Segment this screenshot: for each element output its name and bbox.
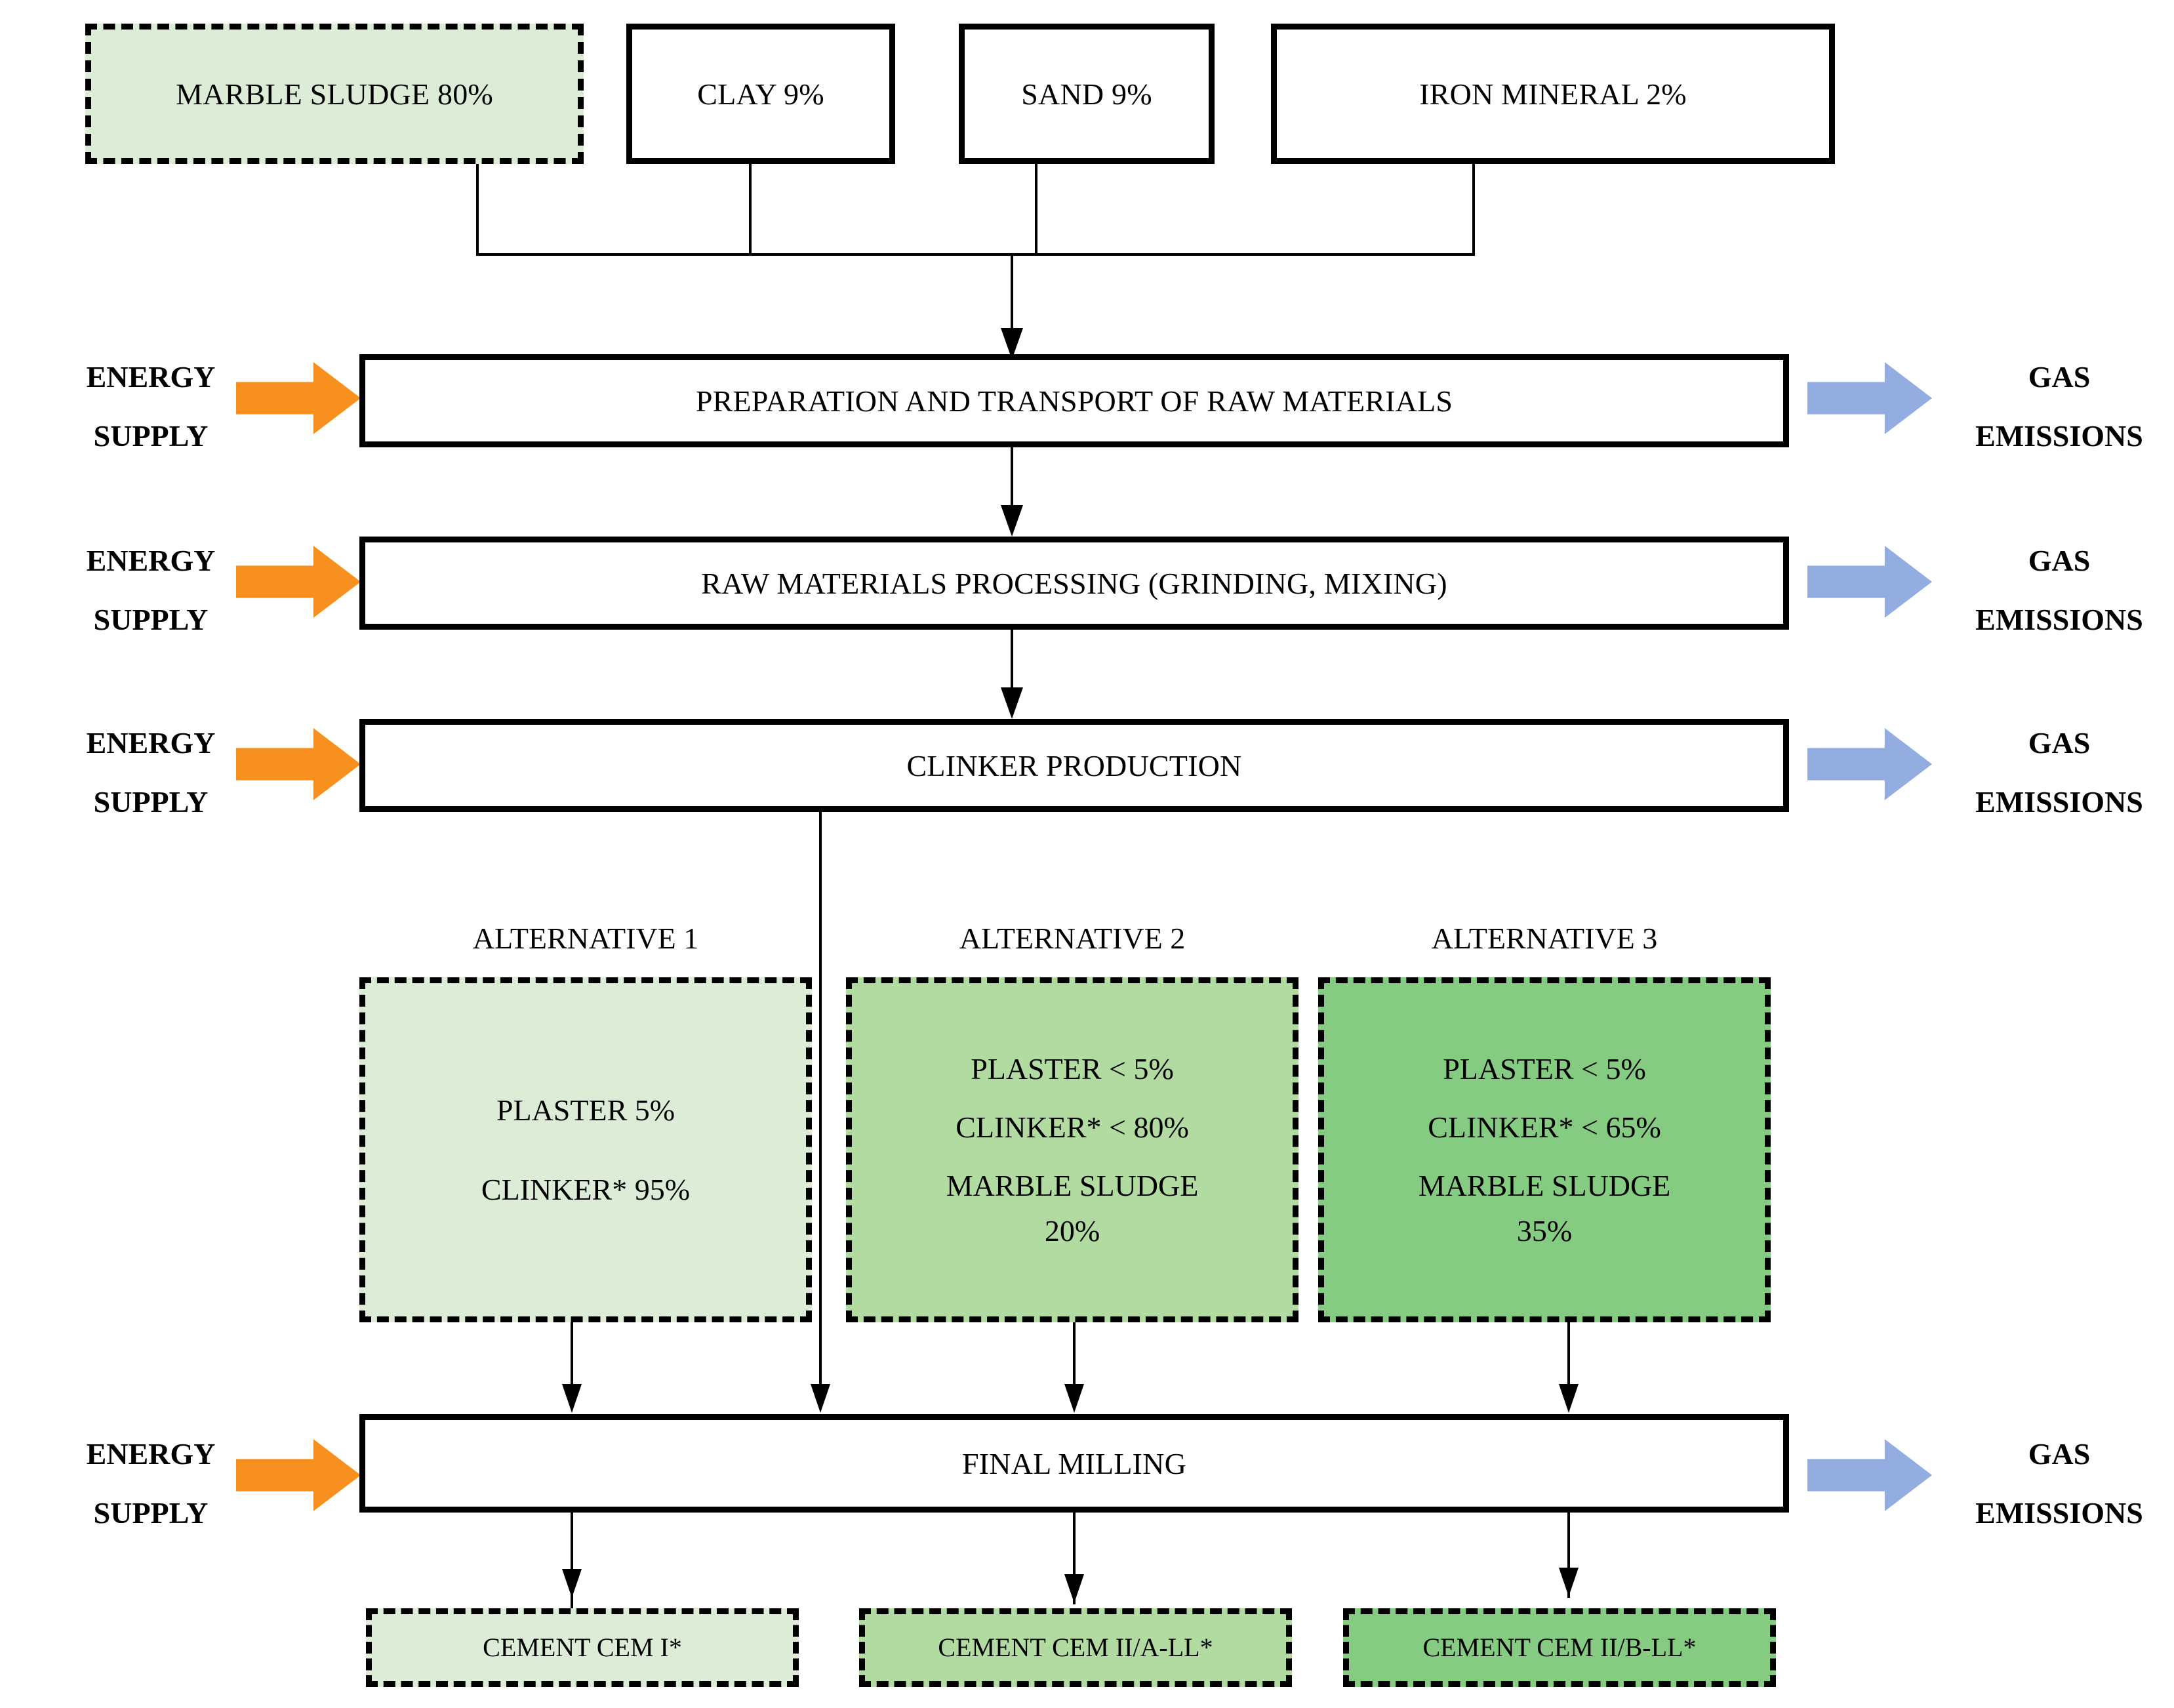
input-label-line2: SUPPLY — [93, 418, 209, 453]
output-label-gas-emissions-1: GAS EMISSIONS — [1948, 348, 2171, 465]
connector-alt1-to-final-milling — [571, 1322, 573, 1404]
output-label-line2: EMISSIONS — [1975, 418, 2143, 453]
alternative-line: CLINKER* 95% — [481, 1173, 691, 1206]
arrowhead-product-2 — [1064, 1574, 1084, 1603]
emission-arrow-icon — [1807, 728, 1932, 800]
arrowhead-alt3-to-final-milling — [1559, 1384, 1579, 1413]
output-label-line1: GAS — [2028, 726, 2091, 760]
connector-prep-to-processing — [1011, 447, 1013, 519]
input-label-line2: SUPPLY — [93, 602, 209, 636]
connector-milling-to-product-2 — [1073, 1513, 1076, 1604]
alternative-heading-label: ALTERNATIVE 3 — [1431, 921, 1658, 955]
alternative-box-1: PLASTER 5% CLINKER* 95% — [359, 977, 812, 1322]
connector-iron-drop — [1472, 164, 1475, 254]
input-label-line1: ENERGY — [86, 544, 216, 577]
arrowhead-clinker-bypass — [811, 1384, 830, 1413]
connector-alt3-to-final-milling — [1567, 1322, 1570, 1404]
emission-arrow-icon — [1807, 546, 1932, 618]
process-box-raw-materials-processing: RAW MATERIALS PROCESSING (GRINDING, MIXI… — [359, 537, 1789, 630]
input-label-line2: SUPPLY — [93, 784, 209, 819]
output-label-line2: EMISSIONS — [1975, 602, 2143, 636]
alternative-box-2: PLASTER < 5% CLINKER* < 80% MARBLE SLUDG… — [846, 977, 1298, 1322]
input-label-energy-supply-1: ENERGY SUPPLY — [20, 348, 282, 465]
alternative-line: CLINKER* < 65% — [1428, 1110, 1661, 1144]
output-label-line1: GAS — [2028, 544, 2091, 577]
alternative-heading-3: ALTERNATIVE 3 — [1318, 918, 1771, 958]
output-label-line1: GAS — [2028, 360, 2091, 394]
input-label-energy-supply-4: ENERGY SUPPLY — [20, 1425, 282, 1542]
input-label-line1: ENERGY — [86, 726, 216, 760]
connector-processing-to-clinker — [1011, 630, 1013, 702]
connector-bus-to-prep — [1011, 253, 1013, 340]
connector-milling-to-product-1 — [571, 1513, 573, 1611]
input-label-line1: ENERGY — [86, 360, 216, 394]
input-label-energy-supply-2: ENERGY SUPPLY — [20, 531, 282, 649]
process-label: FINAL MILLING — [961, 1446, 1186, 1480]
input-label-energy-supply-3: ENERGY SUPPLY — [20, 714, 282, 831]
input-label-line1: ENERGY — [86, 1437, 216, 1471]
raw-material-label: CLAY 9% — [697, 77, 824, 111]
raw-material-label: SAND 9% — [1021, 77, 1152, 111]
output-label-gas-emissions-2: GAS EMISSIONS — [1948, 531, 2171, 649]
alternative-line: MARBLE SLUDGE 20% — [946, 1169, 1199, 1248]
connector-raw-material-bus — [476, 253, 1475, 256]
product-label: CEMENT CEM I* — [483, 1633, 682, 1662]
process-label: PREPARATION AND TRANSPORT OF RAW MATERIA… — [695, 384, 1453, 418]
alternative-line: MARBLE SLUDGE 35% — [1418, 1169, 1671, 1248]
process-label: RAW MATERIALS PROCESSING (GRINDING, MIXI… — [701, 566, 1447, 600]
alternative-box-3: PLASTER < 5% CLINKER* < 65% MARBLE SLUDG… — [1318, 977, 1771, 1322]
connector-milling-to-product-3 — [1567, 1513, 1570, 1598]
product-box-cem-ii-a-ll: CEMENT CEM II/A-LL* — [859, 1608, 1292, 1687]
connector-alt2-to-final-milling — [1073, 1322, 1076, 1404]
alternative-line: PLASTER < 5% — [1443, 1052, 1646, 1086]
arrowhead-product-3 — [1559, 1568, 1579, 1596]
alternative-line: PLASTER < 5% — [971, 1052, 1174, 1086]
product-box-cem-ii-b-ll: CEMENT CEM II/B-LL* — [1343, 1608, 1776, 1687]
alternative-line: PLASTER 5% — [496, 1093, 675, 1127]
raw-material-box-iron-mineral: IRON MINERAL 2% — [1271, 24, 1835, 164]
alternative-heading-2: ALTERNATIVE 2 — [846, 918, 1298, 958]
output-label-line2: EMISSIONS — [1975, 784, 2143, 819]
product-label: CEMENT CEM II/B-LL* — [1422, 1633, 1697, 1662]
energy-arrow-icon — [236, 362, 361, 434]
raw-material-box-sand: SAND 9% — [959, 24, 1215, 164]
arrowhead-processing-to-clinker — [1001, 687, 1023, 719]
output-label-line1: GAS — [2028, 1437, 2091, 1471]
connector-clay-drop — [749, 164, 752, 254]
connector-marble-drop — [476, 164, 479, 254]
alternative-heading-label: ALTERNATIVE 2 — [959, 921, 1186, 955]
arrowhead-alt2-to-final-milling — [1064, 1384, 1084, 1413]
emission-arrow-icon — [1807, 362, 1932, 434]
output-label-gas-emissions-3: GAS EMISSIONS — [1948, 714, 2171, 831]
connector-clinker-bypass — [819, 812, 822, 1404]
energy-arrow-icon — [236, 1439, 361, 1511]
raw-material-box-marble-sludge: MARBLE SLUDGE 80% — [85, 24, 584, 164]
raw-material-label: MARBLE SLUDGE 80% — [176, 77, 493, 111]
process-box-final-milling: FINAL MILLING — [359, 1414, 1789, 1513]
input-label-line2: SUPPLY — [93, 1495, 209, 1530]
alternative-heading-label: ALTERNATIVE 1 — [472, 921, 699, 955]
energy-arrow-icon — [236, 546, 361, 618]
arrowhead-alt1-to-final-milling — [562, 1384, 582, 1413]
process-box-clinker-production: CLINKER PRODUCTION — [359, 719, 1789, 812]
energy-arrow-icon — [236, 728, 361, 800]
product-box-cem-i: CEMENT CEM I* — [366, 1608, 799, 1687]
product-label: CEMENT CEM II/A-LL* — [938, 1633, 1213, 1662]
alternative-line: CLINKER* < 80% — [956, 1110, 1189, 1144]
connector-sand-drop — [1035, 164, 1037, 254]
arrowhead-product-1 — [562, 1569, 582, 1598]
output-label-line2: EMISSIONS — [1975, 1495, 2143, 1530]
process-label: CLINKER PRODUCTION — [906, 748, 1242, 783]
raw-material-label: IRON MINERAL 2% — [1419, 77, 1687, 111]
alternative-heading-1: ALTERNATIVE 1 — [359, 918, 812, 958]
output-label-gas-emissions-4: GAS EMISSIONS — [1948, 1425, 2171, 1542]
process-box-preparation: PREPARATION AND TRANSPORT OF RAW MATERIA… — [359, 354, 1789, 447]
arrowhead-prep-to-processing — [1001, 505, 1023, 537]
emission-arrow-icon — [1807, 1439, 1932, 1511]
raw-material-box-clay: CLAY 9% — [626, 24, 895, 164]
